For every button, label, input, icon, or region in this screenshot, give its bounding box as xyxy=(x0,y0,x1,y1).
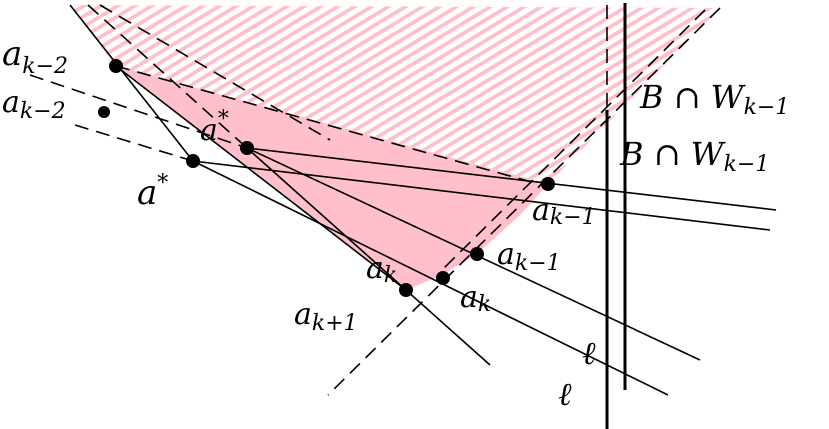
point-a-k-minus-2-alt xyxy=(98,106,110,118)
point-a-k-plus-1 xyxy=(399,283,413,297)
label-a-k-alt: ak xyxy=(366,251,397,288)
edge-line xyxy=(246,147,491,366)
label-a-star-alt: a* xyxy=(200,107,229,148)
dashed-line xyxy=(439,9,706,273)
dashed-line xyxy=(327,7,721,396)
label-b-cap-w: B ∩ Wk−1 xyxy=(639,78,789,120)
point-a-star-alt xyxy=(240,141,254,155)
label-a-k-minus-1: ak−1 xyxy=(532,193,596,230)
point-a-k xyxy=(436,271,450,285)
boundary-line xyxy=(115,65,407,291)
label-a-k: ak xyxy=(460,280,491,317)
edge-line xyxy=(246,147,777,211)
boundary-line xyxy=(69,4,194,162)
label-a-k-plus-1: ak+1 xyxy=(294,297,358,336)
label-a-k-minus-2-alt: ak−2 xyxy=(2,85,66,124)
label-ell-alt: ℓ xyxy=(558,375,572,413)
edge-line xyxy=(192,160,669,396)
hatch-stripe xyxy=(450,5,720,184)
hatch-stripe xyxy=(70,5,172,184)
dashed-line xyxy=(99,4,331,141)
dashed-line xyxy=(115,65,561,191)
point-a-k-minus-1 xyxy=(470,247,484,261)
dashed-line xyxy=(29,74,248,149)
point-a-k-minus-2 xyxy=(109,59,123,73)
edge-line xyxy=(192,160,771,231)
label-a-k-minus-2: ak−2 xyxy=(2,34,68,79)
hatch-stripe xyxy=(70,5,155,184)
point-a-k-minus-1-upper xyxy=(541,177,555,191)
label-a-star: a* xyxy=(137,171,168,213)
hatch-stripe xyxy=(70,5,189,184)
label-b-cap-w-alt: B ∩ Wk−1 xyxy=(619,135,769,177)
dashed-line xyxy=(74,124,194,162)
hatch-stripe xyxy=(70,5,223,184)
point-a-star xyxy=(186,154,200,168)
dashed-line xyxy=(87,4,248,149)
hatch-stripe xyxy=(809,0,829,200)
label-ell: ℓ xyxy=(582,334,596,372)
label-a-k-minus-1-alt: ak−1 xyxy=(497,237,561,276)
hatch-stripe xyxy=(792,0,829,200)
